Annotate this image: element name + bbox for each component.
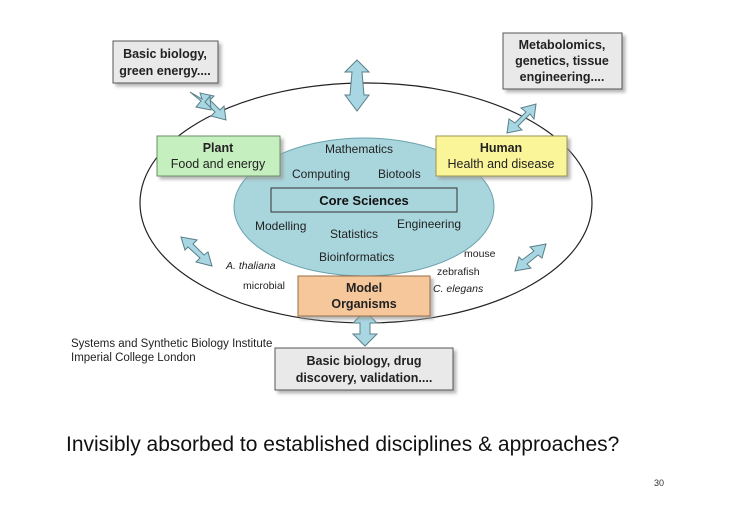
plant-title: Plant: [203, 141, 234, 155]
discipline-statistics: Statistics: [330, 227, 378, 241]
human-subtitle: Health and disease: [447, 157, 554, 171]
plant-box: Plant Food and energy: [156, 135, 281, 177]
organism-a-thaliana: A. thaliana: [225, 260, 276, 272]
plant-subtitle: Food and energy: [171, 157, 266, 171]
discipline-modelling: Modelling: [255, 219, 306, 233]
basic-biology-energy-line1: Basic biology,: [123, 47, 207, 61]
basic-biology-energy-line2: green energy....: [119, 64, 210, 78]
basic-biology-drug-line2: discovery, validation....: [296, 371, 433, 385]
metabolomics-box: Metabolomics, genetics, tissue engineeri…: [502, 32, 623, 90]
model-organisms-line1: Model: [346, 281, 382, 295]
arrow-top-left: [189, 91, 227, 121]
arrow-top: [343, 59, 371, 112]
discipline-bioinformatics: Bioinformatics: [319, 250, 394, 264]
arrow-top-right: [506, 103, 537, 134]
human-title: Human: [480, 141, 522, 155]
page-number: 30: [654, 478, 665, 488]
discipline-computing: Computing: [292, 167, 350, 181]
model-organisms-line2: Organisms: [331, 297, 396, 311]
institute-college: Imperial College London: [71, 352, 196, 364]
organism-mouse: mouse: [464, 248, 496, 260]
discipline-mathematics: Mathematics: [325, 142, 393, 156]
institute-name: Systems and Synthetic Biology Institute: [71, 338, 273, 350]
basic-biology-drug-line1: Basic biology, drug: [306, 354, 421, 368]
model-organisms-box: Model Organisms: [297, 275, 431, 317]
human-box: Human Health and disease: [435, 135, 568, 177]
organism-microbial: microbial: [243, 280, 285, 292]
metabolomics-line3: engineering....: [520, 70, 605, 84]
metabolomics-line2: genetics, tissue: [515, 54, 609, 68]
discipline-engineering: Engineering: [397, 217, 461, 231]
core-sciences-title: Core Sciences: [319, 193, 409, 208]
organism-c-elegans: C. elegans: [433, 283, 484, 295]
organism-zebrafish: zebrafish: [437, 266, 480, 278]
discipline-biotools: Biotools: [378, 167, 421, 181]
basic-biology-drug-box: Basic biology, drug discovery, validatio…: [274, 347, 454, 391]
core-sciences-box: Core Sciences: [270, 187, 458, 213]
arrow-bottom-right: [514, 243, 547, 272]
footer-question: Invisibly absorbed to established discip…: [66, 433, 620, 456]
arrow-bottom-left: [180, 236, 213, 267]
basic-biology-energy-box: Basic biology, green energy....: [112, 40, 219, 84]
metabolomics-line1: Metabolomics,: [519, 38, 606, 52]
